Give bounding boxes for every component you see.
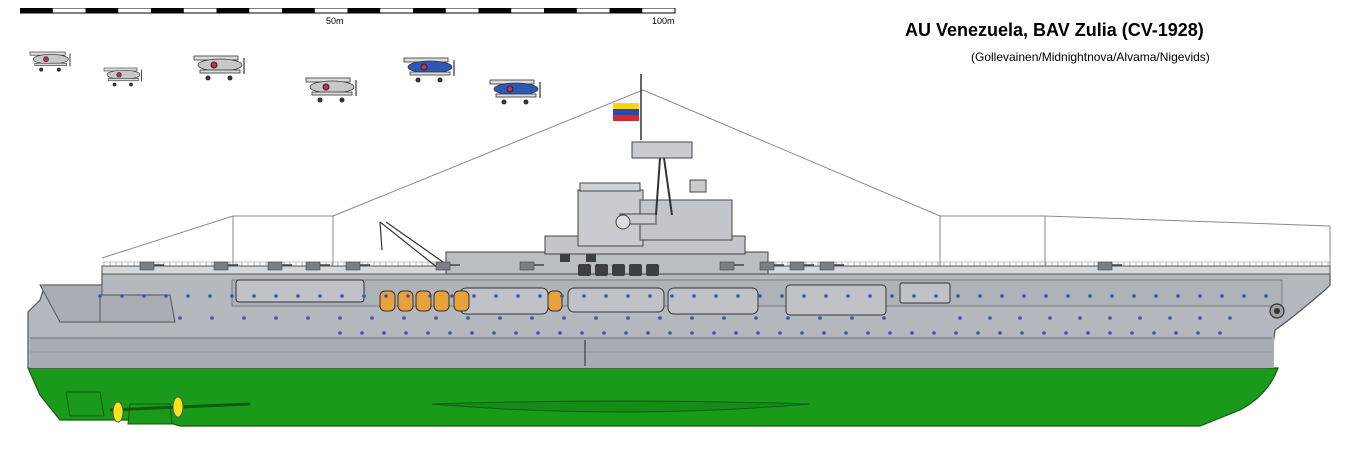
venezuela-flag-icon xyxy=(613,74,642,140)
scale-bar xyxy=(19,7,700,27)
island-superstructure xyxy=(445,141,769,275)
aircraft-icon xyxy=(403,57,455,83)
aircraft-group xyxy=(29,51,541,105)
main-hull xyxy=(27,271,1331,369)
hangar-openings xyxy=(235,279,951,316)
crane-icon xyxy=(379,221,444,269)
scale-label-50m: 50m xyxy=(326,16,344,26)
aircraft-icon xyxy=(193,55,245,81)
propeller-icon xyxy=(112,396,184,423)
credits-text: (Gollevainen/Midnightnova/Alvama/Nigevid… xyxy=(971,50,1210,64)
scale-label-100m: 100m xyxy=(652,16,675,26)
rigging-wires xyxy=(101,89,1331,270)
aircraft-icon xyxy=(305,77,357,103)
page-title: AU Venezuela, BAV Zulia (CV-1928) xyxy=(905,20,1204,40)
aircraft-icon xyxy=(103,67,142,87)
flight-deck xyxy=(101,265,1331,275)
rudder xyxy=(65,391,105,417)
underwater-hull xyxy=(27,367,1279,427)
anchor-icon xyxy=(1269,303,1285,319)
life-rafts xyxy=(379,241,655,312)
aircraft-icon xyxy=(29,51,71,72)
aircraft-icon xyxy=(489,79,541,105)
